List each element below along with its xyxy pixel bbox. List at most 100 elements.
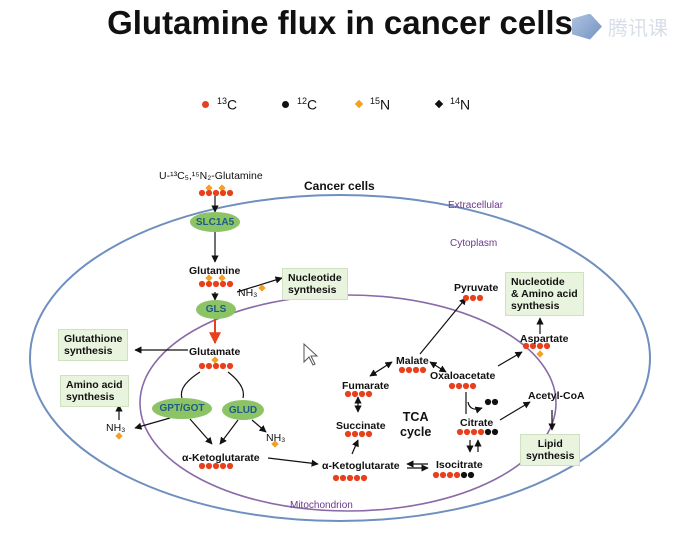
glutamine-atom [226, 280, 234, 288]
pyruvate-label: Pyruvate [454, 282, 499, 294]
oxaloacetate-atom [469, 382, 477, 390]
glutamine-atom [198, 280, 206, 288]
page-title: Glutamine flux in cancer cells [107, 4, 573, 41]
nh3-gpt-nitrogen [115, 432, 123, 440]
enzyme-slc1a5: SLC1A5 [190, 212, 240, 232]
legend-item-14n: 14N [434, 96, 470, 113]
arrow-akg-succinate [351, 439, 359, 455]
nh3-label-gls: NH₃ [238, 287, 258, 299]
arrow-glutamate-gpt [180, 371, 201, 399]
malate-atom [412, 366, 420, 374]
pyruvate-atom [469, 294, 477, 302]
succinate-label: Succinate [336, 420, 386, 432]
tracer-label: U-¹³C₅,¹⁵N₂-Glutamine [159, 170, 263, 182]
arrow-nucleotide [236, 276, 283, 293]
fumarate-atom [365, 390, 373, 398]
acetyl-atom [484, 398, 492, 406]
akg-mito-atom [353, 474, 361, 482]
aspartate-atom [543, 342, 551, 350]
fumarate-atom [344, 390, 352, 398]
oxaloacetate-atom [448, 382, 456, 390]
extracellular-label: Extracellular [448, 200, 504, 211]
glutamine-atom [212, 280, 220, 288]
oxaloacetate-atom [455, 382, 463, 390]
citrate-atom [470, 428, 478, 436]
glutamine-label: Glutamine [189, 265, 241, 277]
legend-element: C [227, 96, 238, 113]
aspartate-atom [536, 342, 544, 350]
akg-mito-atom [339, 474, 347, 482]
watermark-text: 腾讯课 [608, 18, 668, 40]
glutamine-nitrogen [218, 274, 226, 282]
citrate-atom [484, 428, 492, 436]
malate-label: Malate [396, 355, 429, 367]
legend-item-12c: 12C [282, 96, 317, 113]
akg-cyto-atom [212, 462, 220, 470]
isocitrate-atom [446, 471, 454, 479]
isocitrate-label: Isocitrate [436, 459, 483, 471]
succinate-atom [365, 430, 373, 438]
glutamate-label: Glutamate [189, 346, 241, 358]
citrate-atom [491, 428, 499, 436]
aspartate-atom [529, 342, 537, 350]
isocitrate-atom [467, 471, 475, 479]
tracer-atom [226, 189, 234, 197]
mitochondrion-label: Mitochondrion [290, 500, 353, 511]
legend-sup: 14 [450, 96, 461, 106]
tracer-atom [219, 189, 227, 197]
watermark: 腾讯课 [572, 12, 668, 41]
nucleotide-amino-acid-synthesis-box: Nucleotide & Amino acid synthesis [505, 272, 584, 316]
nh3-label-glud: NH₃ [266, 432, 286, 444]
legend-sup: 15 [370, 96, 381, 106]
arrow-fumarate-malate [369, 361, 393, 377]
glutamate-atom [205, 362, 213, 370]
legend-item-15n: 15N [354, 96, 391, 113]
legend: 13C 12C 15N 14N [0, 96, 680, 120]
akg-cyto-atom [198, 462, 206, 470]
arrow-citrate-loop [467, 401, 483, 414]
akg-cyto-atom [219, 462, 227, 470]
akg-mito-atom [346, 474, 354, 482]
atom-markers [115, 184, 551, 482]
fumarate-atom [351, 390, 359, 398]
oxaloacetate-atom [462, 382, 470, 390]
arrow-citrate-acetylcoa [499, 401, 531, 421]
mitochondrion-membrane [139, 294, 557, 512]
isocitrate-atom [432, 471, 440, 479]
tca-cycle-label: TCA cycle [400, 410, 432, 439]
akg-cyto-atom [226, 462, 234, 470]
acetyl-atom [491, 398, 499, 406]
arrow-glutamate-glud [227, 371, 245, 399]
fumarate-label: Fumarate [342, 380, 390, 392]
tracer-atom [212, 189, 220, 197]
glutamine-atom [205, 280, 213, 288]
cancer-cells-label: Cancer cells [304, 179, 375, 193]
glutamate-atom [219, 362, 227, 370]
cell-membrane [29, 194, 651, 522]
amino-acid-synthesis-box: Amino acid synthesis [60, 375, 129, 407]
akg-mito-label: α-Ketoglutarate [322, 460, 400, 472]
tracer-atom [205, 189, 213, 197]
oxaloacetate-label: Oxaloacetate [430, 370, 496, 382]
citrate-atom [463, 428, 471, 436]
nucleotide-synthesis-box: Nucleotide synthesis [282, 268, 348, 300]
arrow-gpt-akg [189, 418, 213, 445]
red-dot-icon [202, 100, 209, 108]
enzyme-gpt-got: GPT/GOT [152, 398, 212, 419]
glutamate-nitrogen [211, 356, 219, 364]
black-dot-icon [282, 100, 289, 108]
tracer-nitrogen [218, 184, 226, 192]
isocitrate-atom [453, 471, 461, 479]
succinate-atom [358, 430, 366, 438]
arrow-gpt-nh3 [134, 417, 171, 430]
legend-item-13c: 13C [202, 96, 237, 113]
enzyme-glud: GLUD [222, 400, 264, 420]
isocitrate-atom [460, 471, 468, 479]
akg-cyto-label: α-Ketoglutarate [182, 452, 260, 464]
citrate-label: Citrate [460, 417, 494, 429]
malate-atom [398, 366, 406, 374]
legend-element: N [380, 96, 391, 113]
arrow-malate-oxaloacetate [429, 361, 447, 373]
enzyme-gls: GLS [196, 300, 236, 319]
tracer-atom [198, 189, 206, 197]
